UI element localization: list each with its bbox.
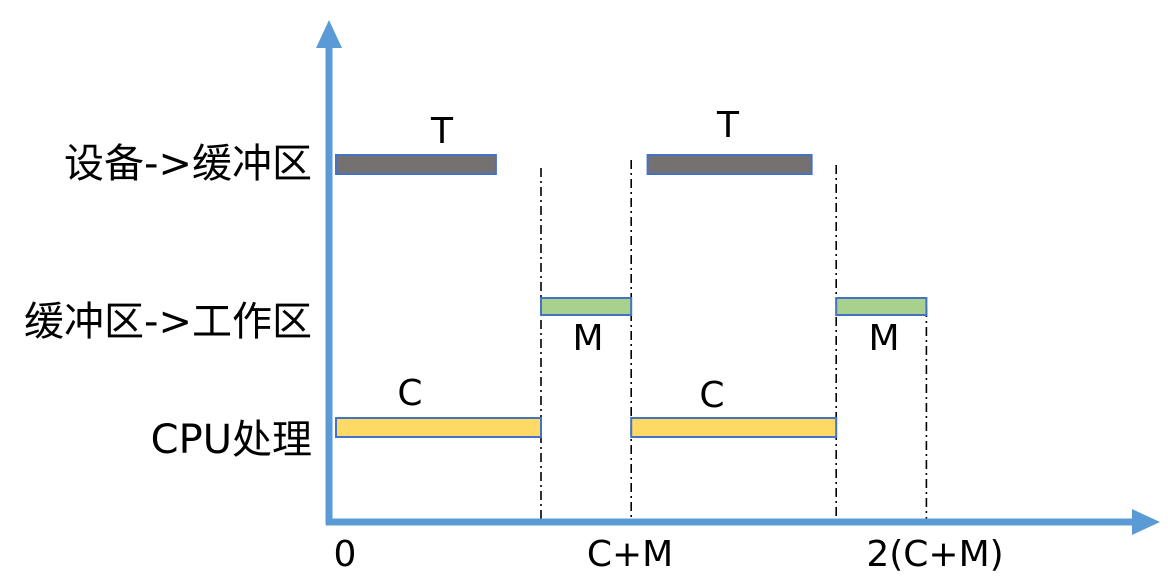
bar-c-2 bbox=[630, 417, 838, 438]
bar-label-m-2: M bbox=[868, 318, 899, 359]
bar-t-1 bbox=[335, 154, 497, 175]
bars bbox=[335, 154, 928, 438]
x-axis-arrow bbox=[1132, 509, 1160, 535]
bar-c-1 bbox=[335, 417, 542, 438]
x-label-c-plus-m: C+M bbox=[587, 534, 673, 575]
row-label-buffer-to-workspace: 缓冲区->工作区 bbox=[24, 299, 312, 345]
row-label-cpu: CPU处理 bbox=[151, 417, 312, 463]
bar-label-m-1: M bbox=[572, 318, 603, 359]
row-label-device-to-buffer: 设备->缓冲区 bbox=[64, 141, 312, 187]
y-axis-arrow bbox=[316, 20, 342, 48]
bar-label-c-1: C bbox=[397, 373, 422, 414]
bar-t-2 bbox=[646, 154, 813, 175]
x-label-two-c-plus-m: 2(C+M) bbox=[866, 534, 1003, 575]
bar-m-1 bbox=[540, 297, 633, 316]
bar-label-t-2: T bbox=[716, 105, 740, 146]
guide-lines bbox=[540, 160, 928, 520]
bar-label-t-1: T bbox=[430, 111, 454, 152]
x-label-zero: 0 bbox=[334, 534, 357, 575]
bar-label-c-2: C bbox=[699, 375, 724, 416]
bar-m-2 bbox=[835, 297, 928, 316]
